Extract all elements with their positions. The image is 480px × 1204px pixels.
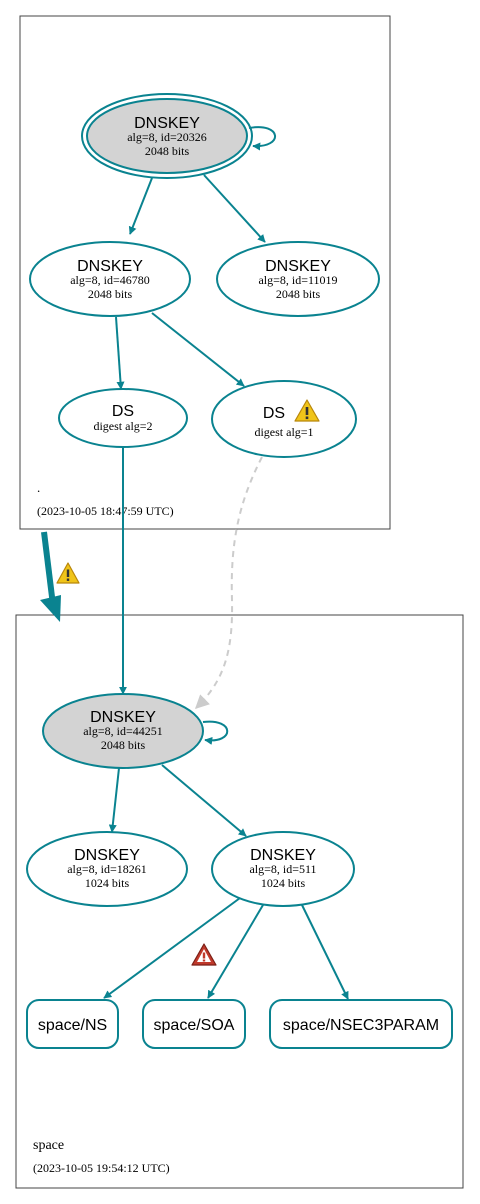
node-title: DNSKEY bbox=[74, 847, 140, 864]
node-root-zsk2[interactable]: DNSKEY alg=8, id=11019 2048 bits bbox=[216, 241, 380, 317]
delegation-arrowhead bbox=[40, 595, 61, 622]
node-detail: 2048 bits bbox=[145, 144, 190, 158]
rrset-label: space/SOA bbox=[154, 1017, 235, 1034]
node-root-zsk1[interactable]: DNSKEY alg=8, id=46780 2048 bits bbox=[29, 241, 191, 317]
node-detail: 2048 bits bbox=[276, 287, 321, 301]
node-space-ksk[interactable]: DNSKEY alg=8, id=44251 2048 bits bbox=[42, 693, 204, 769]
node-title: DNSKEY bbox=[265, 258, 331, 275]
edge-space-ksk-to-zsk2 bbox=[161, 764, 247, 837]
node-detail: alg=8, id=511 bbox=[249, 862, 316, 876]
rrset-label: space/NSEC3PARAM bbox=[283, 1017, 439, 1034]
edge-zsk1-to-ds1 bbox=[115, 316, 125, 390]
edge-zsk2-to-ns bbox=[103, 897, 241, 999]
node-root-ds2[interactable]: DS digest alg=1 bbox=[211, 380, 357, 458]
warning-icon bbox=[56, 562, 80, 584]
zone-space-timestamp: (2023-10-05 19:54:12 UTC) bbox=[33, 1161, 170, 1175]
node-root-ksk[interactable]: DNSKEY alg=8, id=20326 2048 bits bbox=[81, 93, 253, 179]
rrset-space-nsec3param[interactable]: space/NSEC3PARAM bbox=[269, 999, 453, 1049]
node-detail: digest alg=2 bbox=[93, 419, 152, 433]
edge-zsk2-to-nsec3param bbox=[301, 904, 349, 1000]
zone-space: space (2023-10-05 19:54:12 UTC) bbox=[15, 614, 464, 1189]
rrset-space-ns[interactable]: space/NS bbox=[26, 999, 119, 1049]
node-title: DNSKEY bbox=[90, 709, 156, 726]
node-detail: 2048 bits bbox=[101, 738, 146, 752]
edge-space-ksk-self bbox=[202, 720, 229, 745]
node-title: DS bbox=[112, 403, 134, 420]
zone-space-border bbox=[15, 614, 464, 1189]
node-detail: alg=8, id=11019 bbox=[258, 273, 337, 287]
node-title: DNSKEY bbox=[134, 115, 200, 132]
edge-ksk-to-zsk1 bbox=[128, 177, 153, 235]
zone-root-border bbox=[19, 15, 391, 530]
edges-space bbox=[103, 720, 349, 1000]
node-space-zsk2[interactable]: DNSKEY alg=8, id=511 1024 bits bbox=[211, 831, 355, 907]
node-title: DNSKEY bbox=[250, 847, 316, 864]
rrset-label: space/NS bbox=[38, 1017, 107, 1034]
delegation-edge bbox=[41, 531, 56, 606]
node-detail: alg=8, id=46780 bbox=[70, 273, 150, 287]
warning-icon bbox=[294, 399, 320, 422]
edge-ksk-to-zsk2 bbox=[203, 174, 266, 243]
edge-ds2-to-space-ksk-dashed bbox=[194, 456, 263, 709]
error-icon bbox=[191, 943, 217, 966]
edge-ksk-self bbox=[248, 126, 276, 151]
zone-root-timestamp: (2023-10-05 18:47:59 UTC) bbox=[37, 504, 174, 518]
node-root-ds1[interactable]: DS digest alg=2 bbox=[58, 388, 188, 448]
edge-zsk1-to-ds2 bbox=[151, 312, 245, 387]
node-title: DS bbox=[263, 405, 285, 422]
node-space-zsk1[interactable]: DNSKEY alg=8, id=18261 1024 bits bbox=[26, 831, 188, 907]
node-detail: digest alg=1 bbox=[254, 425, 313, 439]
rrset-space-soa[interactable]: space/SOA bbox=[142, 999, 246, 1049]
edge-space-ksk-to-zsk1 bbox=[108, 767, 120, 833]
edges-root bbox=[115, 126, 276, 390]
zone-space-name: space bbox=[33, 1138, 64, 1153]
node-detail: alg=8, id=18261 bbox=[67, 862, 147, 876]
node-title: DNSKEY bbox=[77, 258, 143, 275]
zone-root: . (2023-10-05 18:47:59 UTC) bbox=[19, 15, 391, 530]
node-detail: 1024 bits bbox=[261, 876, 306, 890]
edges-cross bbox=[40, 447, 263, 709]
edge-zsk2-to-soa bbox=[207, 904, 264, 999]
node-detail: 2048 bits bbox=[88, 287, 133, 301]
node-detail: alg=8, id=20326 bbox=[127, 130, 207, 144]
node-detail: 1024 bits bbox=[85, 876, 130, 890]
node-detail: alg=8, id=44251 bbox=[83, 724, 163, 738]
zone-root-name: . bbox=[37, 480, 40, 495]
